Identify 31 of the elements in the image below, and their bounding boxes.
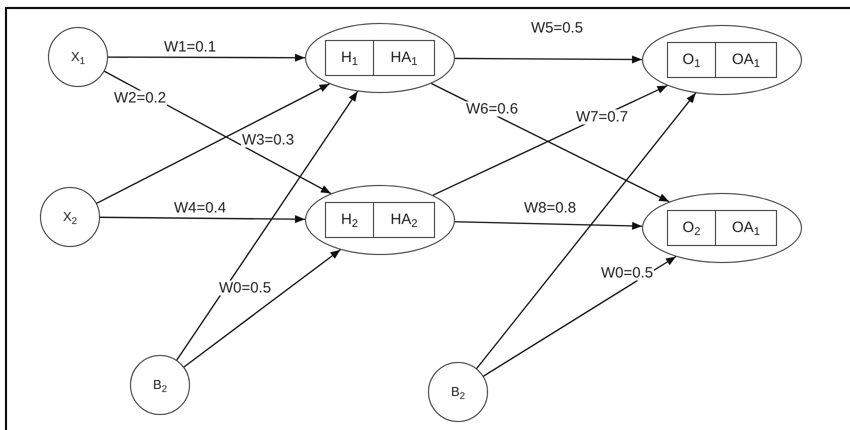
arrow <box>455 55 642 64</box>
neuron-label: H$_{1}$ <box>326 41 374 75</box>
arrow <box>454 221 642 230</box>
arrow <box>184 249 341 368</box>
node-label: X$_{1}$ <box>70 48 86 67</box>
neuron-label: O$_{1}$ <box>668 43 716 77</box>
edge-label: W7=0.7 <box>574 110 630 124</box>
edge-label: W4=0.4 <box>172 200 228 216</box>
node-label: X$_{2}$ <box>62 208 78 227</box>
edge-label: W2=0.2 <box>112 90 168 106</box>
arrow <box>100 215 306 224</box>
edge-label: W0=0.5 <box>218 280 272 296</box>
neuron-label: H$_{2}$ <box>326 203 374 237</box>
arrow <box>108 54 305 62</box>
neuron-label: HA$_{2}$ <box>389 210 419 232</box>
neuron-label: OA$_{1}$ <box>731 50 761 72</box>
edge-label: W3=0.3 <box>240 132 296 148</box>
neuron-label: HA$_{1}$ <box>389 48 419 70</box>
edge-label: W5=0.5 <box>530 20 584 36</box>
arrow <box>176 91 358 360</box>
arrow <box>96 83 330 204</box>
node-label: B$_{2}$ <box>152 376 168 395</box>
edge-label: W8=0.8 <box>522 200 578 216</box>
neuron-label: OA$_{1}$ <box>731 218 761 240</box>
arrow <box>483 256 676 377</box>
node-label: B$_{2}$ <box>450 383 466 402</box>
edge-label: W0=0.5 <box>600 266 654 280</box>
neuron-label: O$_{2}$ <box>668 211 716 245</box>
arrow <box>476 92 696 369</box>
edge-label: W6=0.6 <box>464 102 520 116</box>
edge-label: W1=0.1 <box>162 40 218 54</box>
